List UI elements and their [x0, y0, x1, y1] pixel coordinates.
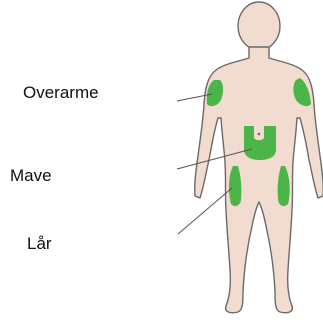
injection-zone-left-thigh: [229, 166, 241, 206]
navel: [258, 133, 261, 136]
head: [238, 2, 280, 50]
leader-line-thigh: [178, 188, 232, 234]
